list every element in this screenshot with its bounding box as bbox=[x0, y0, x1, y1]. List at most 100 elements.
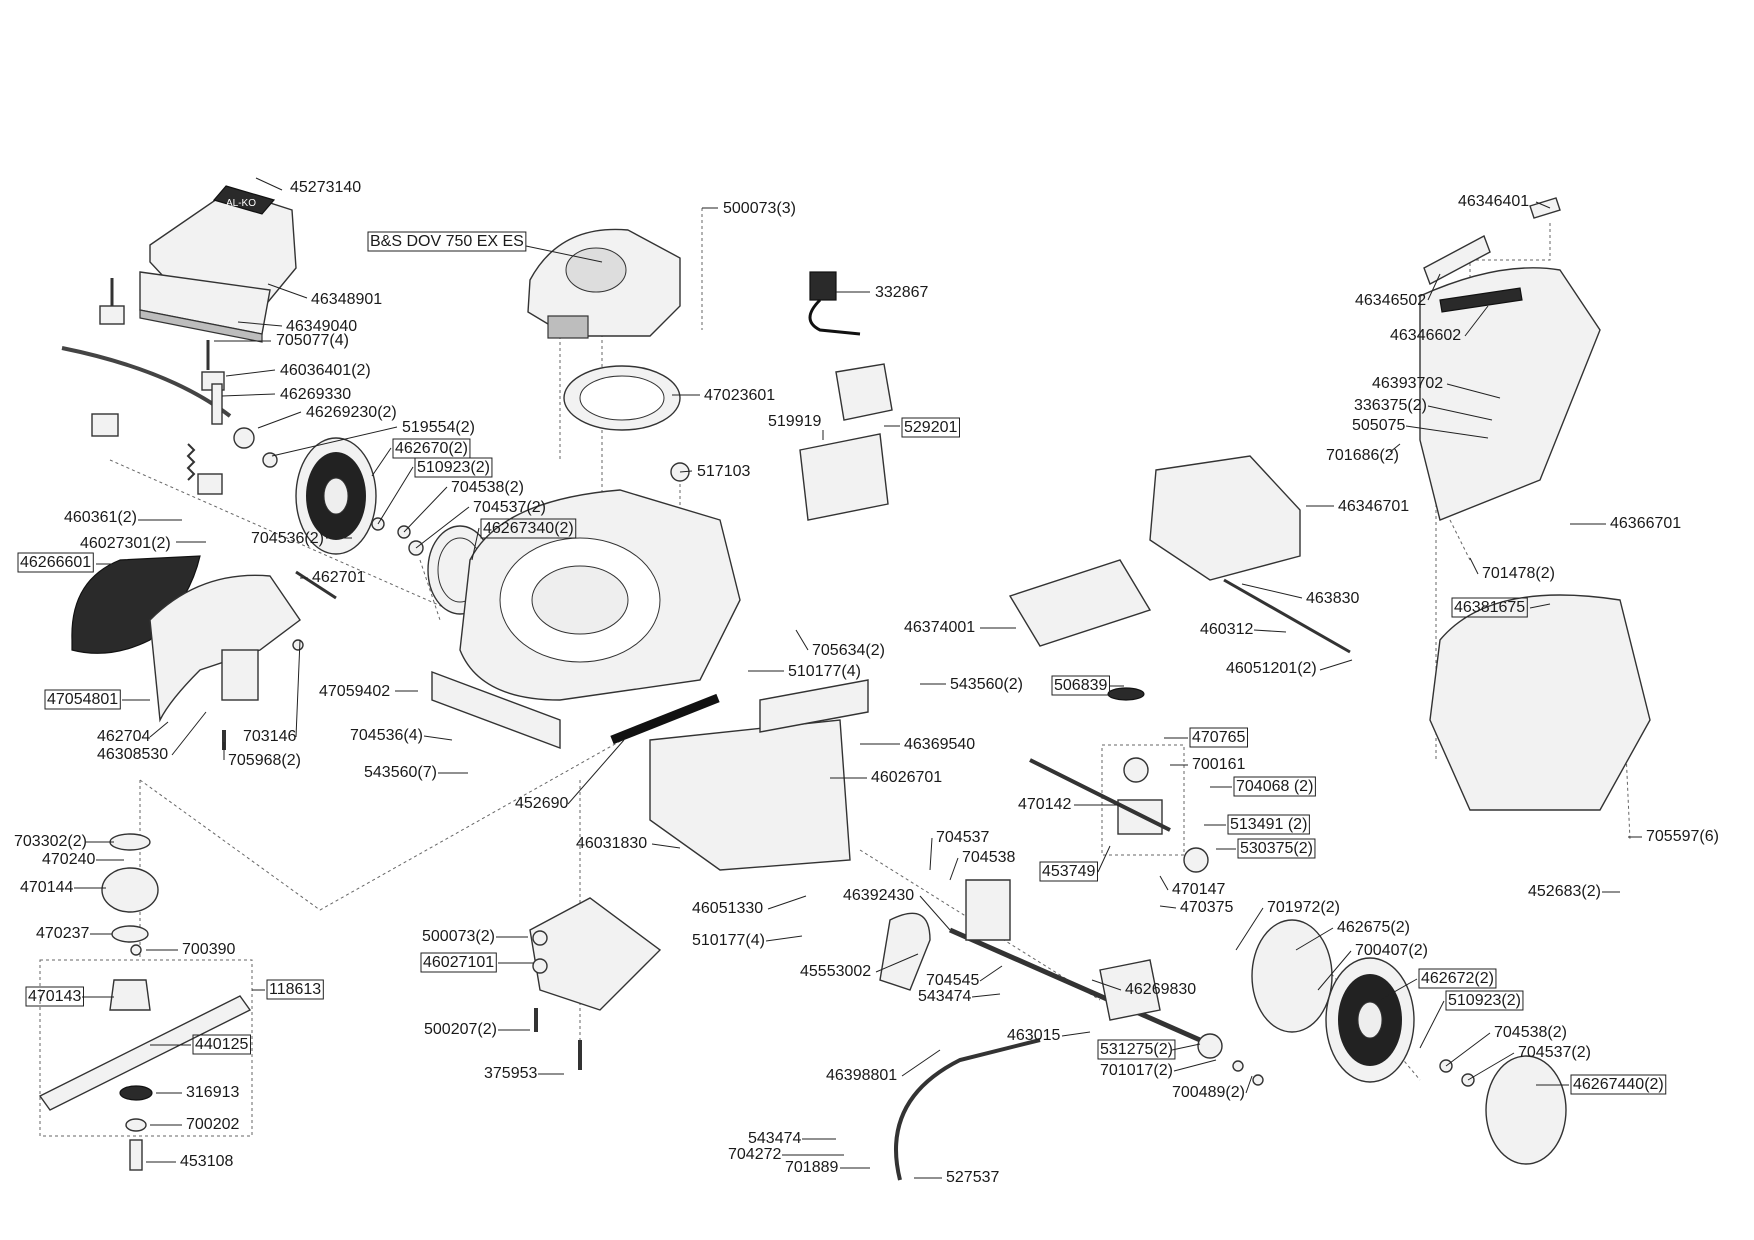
seal-strip-part bbox=[610, 693, 720, 745]
part-label-46346701: 46346701 bbox=[1338, 498, 1409, 515]
leader-line bbox=[1295, 927, 1334, 951]
leader-line bbox=[979, 965, 1003, 982]
part-label-45273140: 45273140 bbox=[290, 179, 361, 196]
part-label-box bbox=[1039, 861, 1098, 882]
part-label-46269830: 46269830 bbox=[1125, 981, 1196, 998]
part-label-510177-4-bot: 510177(4) bbox=[692, 932, 765, 949]
leader-line bbox=[1419, 1000, 1445, 1049]
rear-cover-part: AL-KO bbox=[139, 185, 297, 343]
part-label-46366701: 46366701 bbox=[1610, 515, 1681, 532]
leader-line bbox=[1173, 1059, 1217, 1072]
part-label-452690: 452690 bbox=[515, 795, 568, 812]
leader-line bbox=[949, 857, 959, 881]
leader-line bbox=[271, 426, 398, 457]
part-label-543474-bot: 543474 bbox=[748, 1130, 801, 1147]
part-label-543474-mid: 543474 bbox=[918, 988, 971, 1005]
part-label-704068-2: 704068 (2) bbox=[1236, 778, 1313, 795]
leader-line bbox=[1535, 201, 1551, 209]
part-label-box bbox=[1189, 727, 1248, 748]
part-label-440125: 440125 bbox=[195, 1036, 248, 1053]
part-label-box bbox=[1227, 814, 1310, 835]
part-label-box bbox=[1051, 675, 1110, 696]
leader-line bbox=[1389, 443, 1401, 453]
part-label-box bbox=[1097, 1039, 1176, 1060]
part-label-336375-2: 336375(2) bbox=[1354, 397, 1427, 414]
part-label-46374001: 46374001 bbox=[904, 619, 975, 636]
leader-line bbox=[1405, 425, 1489, 439]
leader-line bbox=[1091, 979, 1122, 991]
leader-line bbox=[471, 527, 480, 561]
leader-line bbox=[1379, 978, 1418, 1001]
leader-line bbox=[171, 711, 207, 756]
part-label-46267340-2: 46267340(2) bbox=[483, 520, 574, 537]
leader-line bbox=[795, 629, 809, 651]
part-label-701686-2: 701686(2) bbox=[1326, 447, 1399, 464]
leader-line bbox=[423, 735, 453, 741]
part-label-316913: 316913 bbox=[186, 1084, 239, 1101]
part-label-530375-2: 530375(2) bbox=[1240, 840, 1313, 857]
part-label-46269230-2: 46269230(2) bbox=[306, 404, 397, 421]
leader-line bbox=[1171, 1043, 1201, 1051]
part-label-700202: 700202 bbox=[186, 1116, 239, 1133]
part-label-705968-2: 705968(2) bbox=[228, 752, 301, 769]
leader-line bbox=[1427, 405, 1493, 421]
leader-line bbox=[1235, 907, 1264, 951]
part-label-47054801: 47054801 bbox=[47, 691, 118, 708]
part-label-543560-2-right: 543560(2) bbox=[950, 676, 1023, 693]
part-label-704545: 704545 bbox=[926, 972, 979, 989]
leader-line bbox=[929, 837, 933, 871]
leader-line bbox=[1467, 1052, 1515, 1081]
part-label-46349040: 46349040 bbox=[286, 318, 357, 335]
part-label-46266601: 46266601 bbox=[20, 554, 91, 571]
part-label-701972-2: 701972(2) bbox=[1267, 899, 1340, 916]
part-label-46381675: 46381675 bbox=[1454, 599, 1525, 616]
part-label-box bbox=[25, 986, 84, 1007]
leader-line bbox=[403, 486, 448, 533]
part-label-704538-2-bot: 704538(2) bbox=[1494, 1024, 1567, 1041]
part-label-box bbox=[1570, 1074, 1667, 1095]
part-label-332867: 332867 bbox=[875, 284, 928, 301]
leader-line bbox=[267, 283, 308, 299]
leader-line bbox=[1464, 305, 1489, 337]
part-label-704538-2-top: 704538(2) bbox=[451, 479, 524, 496]
part-label-701017-2: 701017(2) bbox=[1100, 1062, 1173, 1079]
part-label-510923-2-bot: 510923(2) bbox=[1448, 992, 1521, 1009]
part-label-box bbox=[414, 457, 493, 478]
leader-line bbox=[651, 843, 681, 849]
leader-line bbox=[295, 639, 301, 738]
leader-line bbox=[377, 466, 414, 525]
part-label-470147: 470147 bbox=[1172, 881, 1225, 898]
part-label-701478-2: 701478(2) bbox=[1482, 565, 1555, 582]
leader-line bbox=[1097, 845, 1111, 873]
part-label-bs-engine: B&S DOV 750 EX ES bbox=[370, 233, 524, 250]
part-label-500073-2: 500073(2) bbox=[422, 928, 495, 945]
leader-line bbox=[901, 1049, 941, 1077]
part-label-462672-2: 462672(2) bbox=[1421, 970, 1494, 987]
part-label-46398801: 46398801 bbox=[826, 1067, 897, 1084]
part-label-470237: 470237 bbox=[36, 925, 89, 942]
leader-line bbox=[765, 935, 803, 942]
engine-part bbox=[527, 228, 681, 339]
part-label-460361-2: 460361(2) bbox=[64, 509, 137, 526]
part-label-704536-2: 704536(2) bbox=[251, 530, 324, 547]
part-label-box bbox=[192, 1034, 251, 1055]
part-label-46051330: 46051330 bbox=[692, 900, 763, 917]
part-label-460312: 460312 bbox=[1200, 621, 1253, 638]
part-label-46031830: 46031830 bbox=[576, 835, 647, 852]
leader-line bbox=[679, 470, 693, 473]
leader-line bbox=[767, 895, 807, 910]
gearbox-parts bbox=[1029, 687, 1209, 873]
alko-logo-text: AL-KO bbox=[226, 198, 256, 209]
part-label-box bbox=[420, 952, 497, 973]
part-label-box bbox=[1445, 990, 1524, 1011]
part-label-463015: 463015 bbox=[1007, 1027, 1060, 1044]
part-label-513491-2: 513491 (2) bbox=[1230, 816, 1307, 833]
leader-line bbox=[415, 506, 470, 549]
part-label-505075: 505075 bbox=[1352, 417, 1405, 434]
part-label-705597-6: 705597(6) bbox=[1646, 828, 1719, 845]
part-label-527537: 527537 bbox=[946, 1169, 999, 1186]
part-label-470765: 470765 bbox=[1192, 729, 1245, 746]
part-label-462704: 462704 bbox=[97, 728, 150, 745]
part-label-box bbox=[266, 979, 324, 1000]
leader-line bbox=[919, 895, 951, 931]
